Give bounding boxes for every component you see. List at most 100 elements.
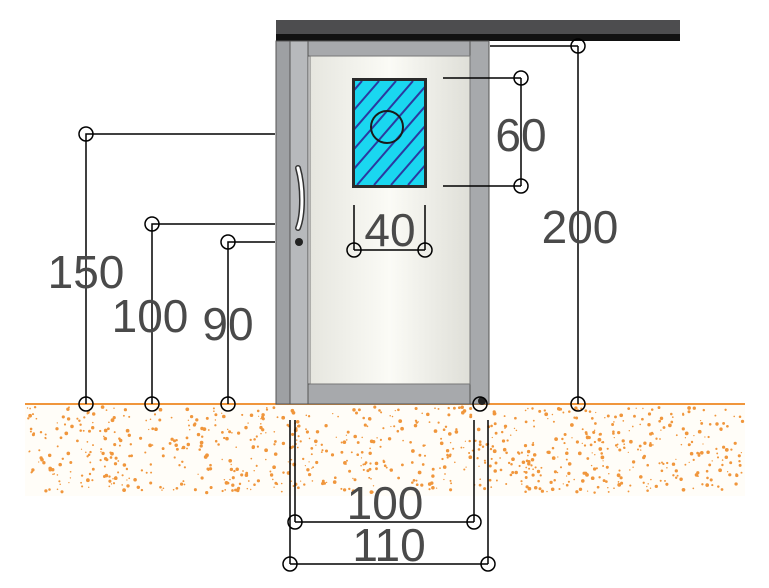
ground-speck <box>567 480 570 483</box>
ground-speck <box>112 478 114 480</box>
ground-speck <box>538 409 542 413</box>
ground-speck <box>86 455 89 458</box>
ground-speck <box>721 463 724 467</box>
ground-speck <box>250 488 252 491</box>
ground-speck <box>566 448 569 450</box>
ground-speck <box>561 437 564 441</box>
ground-speck <box>266 407 268 409</box>
ground-speck <box>82 429 85 432</box>
ground-speck <box>27 417 30 420</box>
ground-speck <box>42 461 46 465</box>
ground-speck <box>162 487 165 490</box>
ground-speck <box>462 409 467 413</box>
ground-speck <box>108 421 110 424</box>
ground-speck <box>56 422 58 424</box>
ground-speck <box>646 463 649 467</box>
ground-speck <box>280 482 283 485</box>
ground-speck <box>531 407 534 410</box>
ground-speck <box>280 490 283 493</box>
ground-speck <box>540 466 543 469</box>
ground-speck <box>445 449 450 453</box>
ground-speck <box>447 406 450 410</box>
ground-speck <box>681 487 686 492</box>
ground-speck <box>346 459 348 462</box>
ground-speck <box>189 414 194 419</box>
ground-speck <box>126 484 130 488</box>
ground-speck <box>431 486 435 490</box>
ground-speck <box>679 478 683 481</box>
ground-speck <box>274 481 278 485</box>
ground-speck <box>702 408 706 412</box>
ground-speck <box>501 439 506 443</box>
ground-speck <box>110 483 113 485</box>
ground-speck <box>556 471 559 474</box>
ground-speck <box>649 487 652 489</box>
ground-speck <box>607 486 609 489</box>
ground-speck <box>450 482 453 485</box>
ground-speck <box>488 478 492 482</box>
ground-speck <box>273 486 275 488</box>
ground-speck <box>391 415 394 418</box>
ground-speck <box>530 458 535 462</box>
ground-speck <box>468 451 471 455</box>
ground-speck <box>371 491 374 494</box>
ground-speck <box>586 457 590 460</box>
ground-speck <box>619 413 624 418</box>
ground-speck <box>122 488 126 492</box>
ground-speck <box>382 459 385 462</box>
ground-speck <box>26 407 29 409</box>
ground-speck <box>573 478 576 481</box>
ground-speck <box>221 489 224 493</box>
ground-speck <box>378 409 381 412</box>
ground-speck <box>602 479 606 483</box>
ground-speck <box>620 481 624 485</box>
ground-speck <box>526 449 531 454</box>
ground-speck <box>198 448 201 451</box>
ground-speck <box>478 465 480 467</box>
ground-speck <box>86 411 90 415</box>
ground-speck <box>332 480 337 484</box>
ground-speck <box>237 431 241 435</box>
ground-speck <box>411 481 414 484</box>
ground-speck <box>616 473 621 478</box>
ground-speck <box>186 442 191 447</box>
ground-speck <box>368 476 371 479</box>
ground-speck <box>172 488 175 491</box>
ground-speck <box>114 456 118 460</box>
ground-speck <box>151 444 154 446</box>
ground-speck <box>581 428 584 431</box>
ground-speck <box>291 410 296 415</box>
ground-speck <box>261 417 265 421</box>
ground-speck <box>565 451 569 455</box>
ground-speck <box>680 443 683 446</box>
ground-speck <box>235 446 237 448</box>
ground-speck <box>103 428 108 433</box>
ground-speck <box>622 420 625 422</box>
ground-speck <box>58 462 62 467</box>
ground-speck <box>668 423 672 428</box>
ground-speck <box>127 433 131 437</box>
ground-speck <box>296 446 299 449</box>
ground-speck <box>514 470 518 475</box>
glass-hatch-line <box>373 125 424 185</box>
ground-speck <box>86 478 90 483</box>
ground-speck <box>78 419 81 422</box>
ground-speck <box>478 440 482 444</box>
ground-speck <box>574 406 578 410</box>
ground-speck <box>660 429 662 431</box>
ground-speck <box>724 408 727 411</box>
dim-marker-110-left <box>282 556 298 572</box>
ground-speck <box>133 478 137 482</box>
ground-speck <box>44 489 48 493</box>
ground-speck <box>415 479 418 482</box>
ground-speck <box>704 436 706 438</box>
ground-speck <box>720 488 724 491</box>
ground-speck <box>442 465 447 469</box>
ground-speck <box>383 464 387 468</box>
ground-speck <box>247 480 250 482</box>
ground-speck <box>447 432 452 436</box>
ground-speck <box>121 484 123 486</box>
ground-speck <box>245 471 249 475</box>
ground-speck <box>315 444 317 446</box>
ground-speck <box>335 436 337 438</box>
